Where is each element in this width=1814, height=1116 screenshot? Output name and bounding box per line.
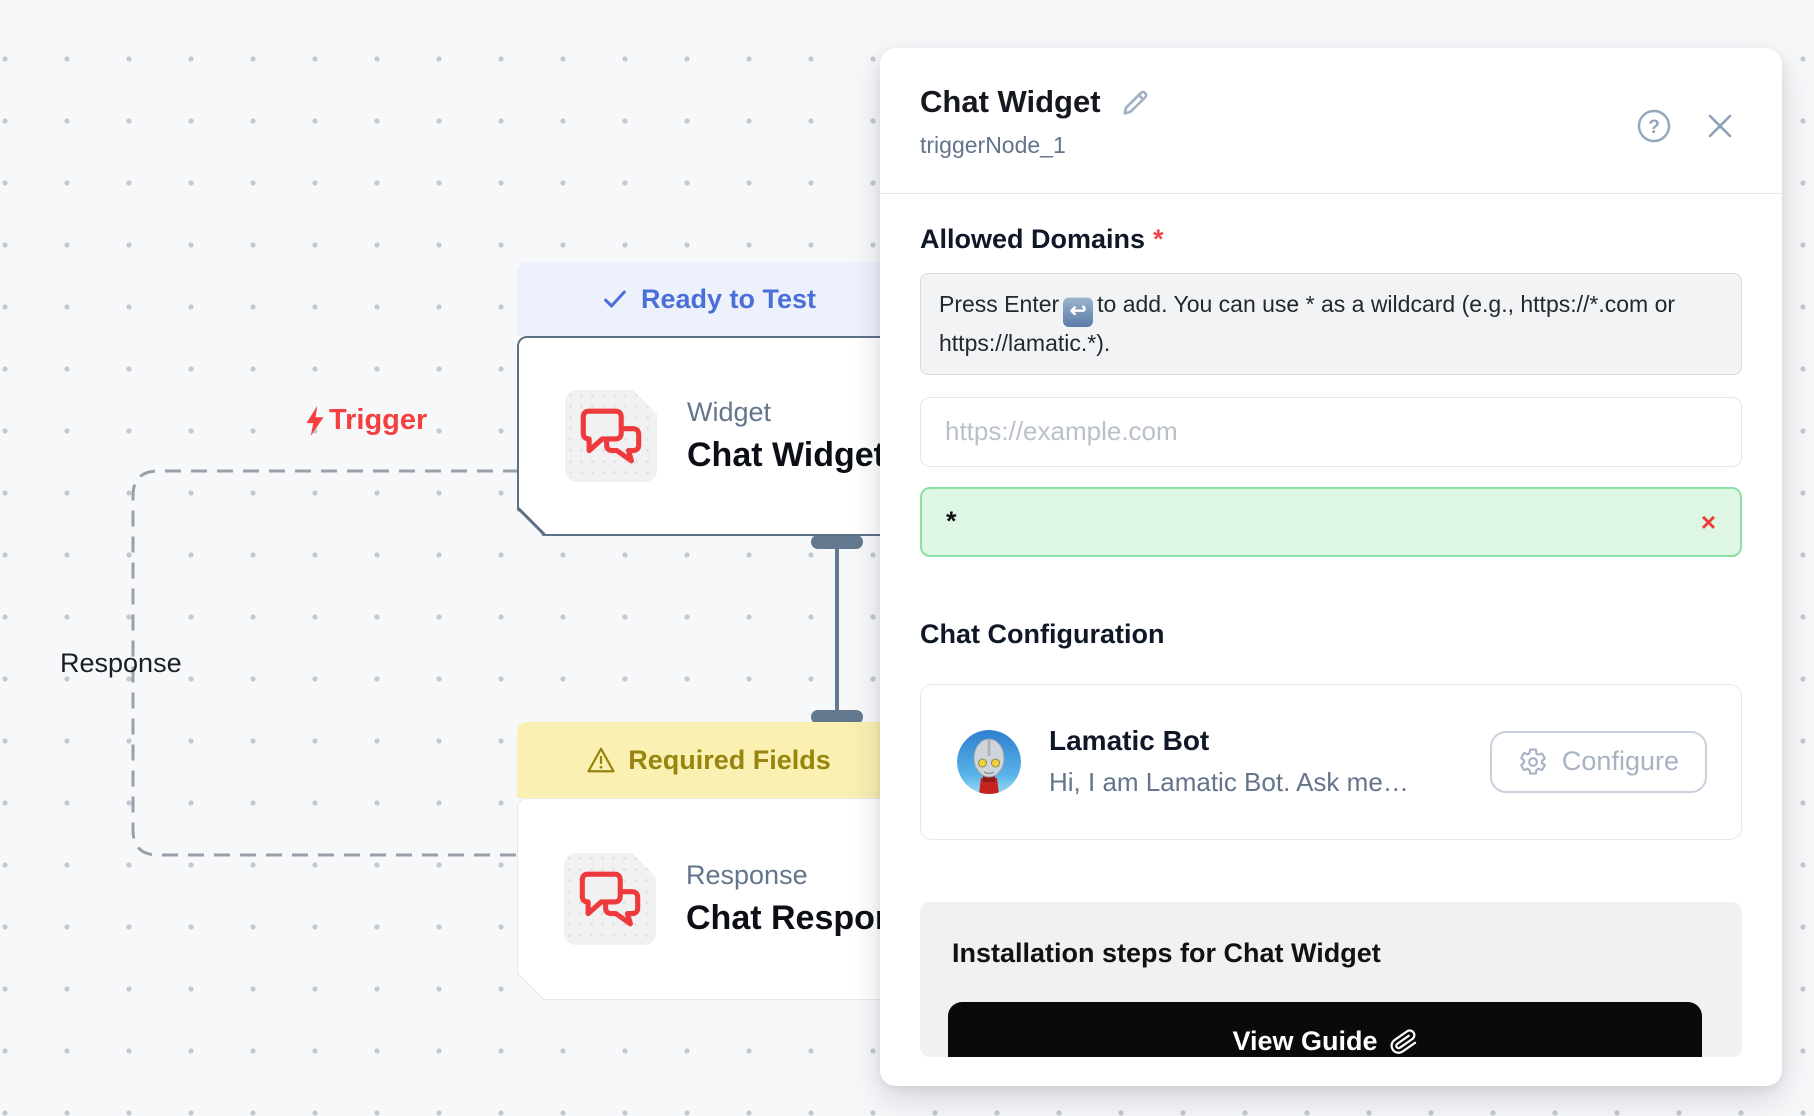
edit-pencil-icon[interactable] xyxy=(1119,85,1153,119)
bot-card: Lamatic Bot Hi, I am Lamatic Bot. Ask me… xyxy=(920,683,1742,840)
allowed-domains-label: Allowed Domains* xyxy=(920,224,1164,254)
chat-widget-node-body[interactable]: Widget Chat Widget xyxy=(517,336,940,536)
chat-response-icon-tile xyxy=(564,853,656,945)
node-config-panel: ? Chat Widget triggerNode_1 Allowed Doma… xyxy=(880,48,1782,1086)
installation-section: Installation steps for Chat Widget View … xyxy=(920,901,1742,1057)
response-node-input-handle[interactable] xyxy=(811,710,863,724)
header-divider xyxy=(880,193,1782,194)
gear-icon xyxy=(1518,747,1548,777)
close-icon[interactable] xyxy=(1704,110,1736,142)
chat-bubbles-icon xyxy=(576,401,646,471)
node-corner-chamfer xyxy=(517,973,544,1000)
chat-response-node-body[interactable]: Response Chat Response xyxy=(517,798,940,1000)
node-corner-chamfer xyxy=(518,507,546,535)
chat-widget-icon-tile xyxy=(565,390,657,482)
chat-response-node[interactable]: Required Fields Response Chat Response xyxy=(517,722,940,1000)
bot-name: Lamatic Bot xyxy=(1049,725,1210,756)
view-guide-button[interactable]: View Guide xyxy=(948,1001,1702,1057)
installation-heading: Installation steps for Chat Widget xyxy=(952,937,1381,968)
panel-title: Chat Widget xyxy=(920,84,1101,119)
allowed-domains-hint: Press Enter↩to add. You can use * as a w… xyxy=(920,273,1742,375)
node-type-label: Response xyxy=(686,860,808,890)
configure-button[interactable]: Configure xyxy=(1489,730,1707,793)
bot-avatar xyxy=(957,729,1021,794)
svg-text:?: ? xyxy=(1648,117,1660,138)
enter-key-icon: ↩ xyxy=(1063,296,1094,327)
ready-to-test-badge: Ready to Test xyxy=(517,262,940,336)
remove-domain-icon[interactable]: × xyxy=(1700,506,1716,537)
response-edge-label: Response xyxy=(60,648,182,678)
help-icon[interactable]: ? xyxy=(1636,108,1672,144)
domain-chip: * × xyxy=(920,486,1742,557)
chat-widget-node[interactable]: Ready to Test Widget Chat Widget xyxy=(517,262,940,536)
node-type-label: Widget xyxy=(687,397,772,427)
required-asterisk: * xyxy=(1153,224,1164,254)
paperclip-icon xyxy=(1390,1028,1418,1056)
node-connector-line xyxy=(835,540,839,718)
domain-input[interactable] xyxy=(920,396,1742,467)
trigger-label: Trigger xyxy=(303,404,427,437)
lightning-bolt-icon xyxy=(303,405,327,436)
required-fields-badge: Required Fields xyxy=(517,722,940,798)
node-title: Chat Widget xyxy=(687,436,886,474)
chat-configuration-heading: Chat Configuration xyxy=(920,618,1165,649)
check-icon xyxy=(601,285,629,313)
widget-node-output-handle[interactable] xyxy=(811,535,863,549)
node-id-label: triggerNode_1 xyxy=(920,132,1066,158)
warning-icon xyxy=(586,746,616,774)
chat-bubbles-icon xyxy=(575,864,645,934)
domain-chip-value: * xyxy=(946,506,957,536)
bot-description: Hi, I am Lamatic Bot. Ask me… xyxy=(1049,767,1409,797)
